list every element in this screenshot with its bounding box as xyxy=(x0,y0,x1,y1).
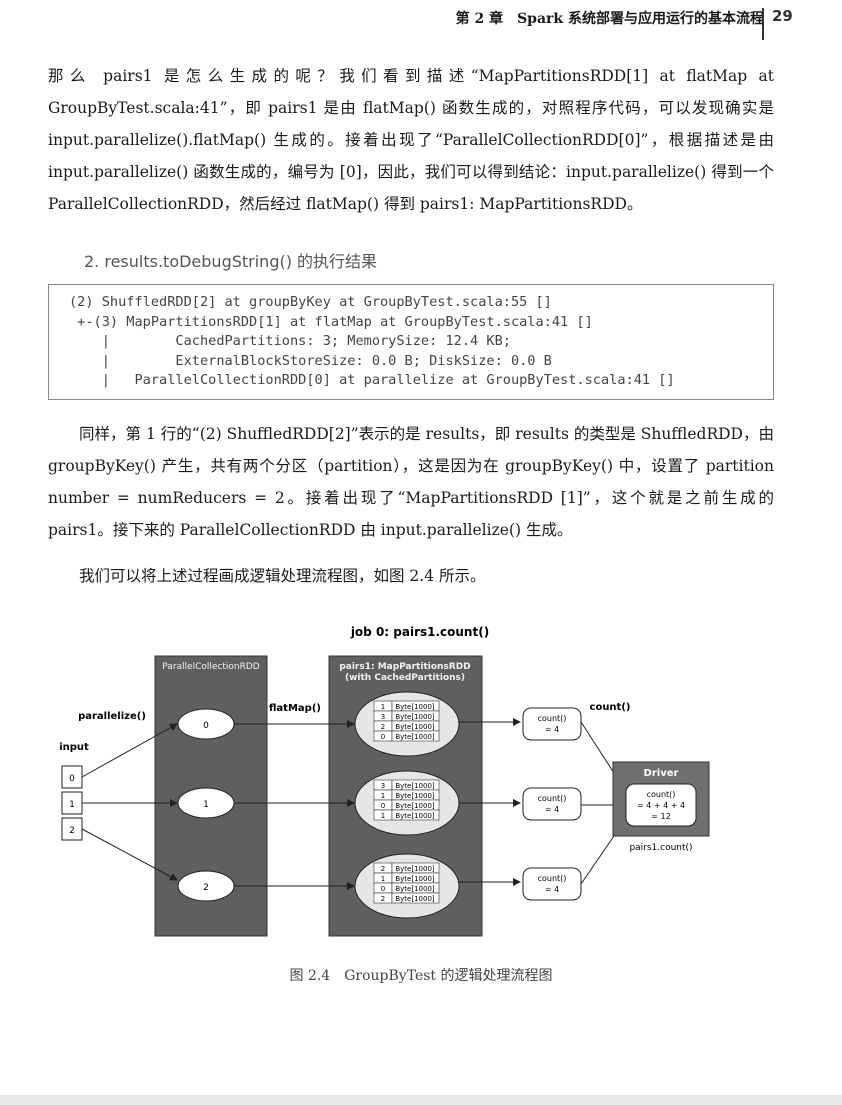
input-cell: 1 xyxy=(69,800,75,810)
pc-rdd-label: ParallelCollectionRDD xyxy=(162,662,259,672)
input-array: 0 1 2 xyxy=(61,765,83,841)
table-value: Byte[1000] xyxy=(395,812,435,820)
driver-caption: pairs1.count() xyxy=(629,843,692,853)
code-line: | ExternalBlockStoreSize: 0.0 B; DiskSiz… xyxy=(69,352,552,369)
table-value: Byte[1000] xyxy=(395,713,435,721)
driver-box-line: count() xyxy=(647,790,676,799)
flatmap-arrows xyxy=(234,720,355,890)
code-line: | CachedPartitions: 3; MemorySize: 12.4 … xyxy=(69,333,511,349)
count-box-1: count() = 4 xyxy=(522,707,582,741)
count-box-2: count() = 4 xyxy=(522,787,582,821)
table-key: 1 xyxy=(381,875,385,883)
mp-rdd-label-2: (with CachedPartitions) xyxy=(345,673,465,683)
figure-caption: 图 2.4 GroupByTest 的逻辑处理流程图 xyxy=(289,968,553,984)
driver-label: Driver xyxy=(644,768,679,779)
driver-box-line: = 12 xyxy=(651,812,670,821)
table-key: 2 xyxy=(381,865,385,873)
driver-node: Driver count() = 4 + 4 + 4 = 12 pairs1.c… xyxy=(612,761,710,853)
count-box-line: = 4 xyxy=(545,725,559,734)
count-box-line: = 4 xyxy=(545,805,559,814)
chapter-title: 第 2 章 Spark 系统部署与应用运行的基本流程 xyxy=(455,11,764,27)
table-key: 3 xyxy=(381,782,385,790)
parallelize-label: parallelize() xyxy=(78,711,146,722)
table-key: 0 xyxy=(381,802,385,810)
code-text: (2) ShuffledRDD[2] at groupByKey at Grou… xyxy=(69,293,675,391)
partition-label: 0 xyxy=(203,721,209,731)
input-cell: 2 xyxy=(69,826,75,836)
partition-label: 2 xyxy=(203,883,209,893)
flatmap-label: flatMap() xyxy=(269,703,321,714)
driver-box-line: = 4 + 4 + 4 xyxy=(637,801,685,810)
paragraph-3: 我们可以将上述过程画成逻辑处理流程图，如图 2.4 所示。 xyxy=(79,567,486,585)
pc-partitions: 0 1 2 xyxy=(177,708,235,902)
input-label: input xyxy=(59,742,89,753)
table-value: Byte[1000] xyxy=(395,885,435,893)
table-value: Byte[1000] xyxy=(395,792,435,800)
count-box-line: count() xyxy=(538,714,567,723)
page-bottom-edge xyxy=(0,1095,842,1105)
parallelize-arrows xyxy=(81,723,178,881)
paragraph-1: 那么 pairs1 是怎么生成的呢？我们看到描述“MapPartitionsRD… xyxy=(48,67,774,213)
table-key: 2 xyxy=(381,895,385,903)
header-divider xyxy=(762,8,764,40)
table-key: 0 xyxy=(381,733,385,741)
table-value: Byte[1000] xyxy=(395,723,435,731)
table-value: Byte[1000] xyxy=(395,733,435,741)
table-value: Byte[1000] xyxy=(395,895,435,903)
table-key: 1 xyxy=(381,812,385,820)
code-line: | ParallelCollectionRDD[0] at paralleliz… xyxy=(69,372,675,388)
table-key: 1 xyxy=(381,703,385,711)
section-heading: 2. results.toDebugString() 的执行结果 xyxy=(84,252,378,271)
table-value: Byte[1000] xyxy=(395,703,435,711)
count-box-3: count() = 4 xyxy=(522,867,582,901)
table-key: 3 xyxy=(381,713,385,721)
input-cell: 0 xyxy=(69,774,75,784)
table-value: Byte[1000] xyxy=(395,865,435,873)
table-key: 0 xyxy=(381,885,385,893)
job-title: job 0: pairs1.count() xyxy=(350,625,489,639)
page-header: 第 2 章 Spark 系统部署与应用运行的基本流程 29 xyxy=(0,7,842,44)
code-line: +-(3) MapPartitionsRDD[1] at flatMap at … xyxy=(69,313,593,330)
table-value: Byte[1000] xyxy=(395,782,435,790)
table-value: Byte[1000] xyxy=(395,802,435,810)
table-key: 1 xyxy=(381,792,385,800)
partition-label: 1 xyxy=(203,800,209,810)
count-arrows xyxy=(459,718,521,886)
table-key: 2 xyxy=(381,723,385,731)
count-box-line: count() xyxy=(538,874,567,883)
mp-rdd-label-1: pairs1: MapPartitionsRDD xyxy=(339,662,470,672)
mp-partition-2: 3 Byte[1000] 1 Byte[1000] 0 Byte[1000] 1… xyxy=(354,770,460,836)
page-number: 29 xyxy=(772,7,793,25)
mp-partition-3: 2 Byte[1000] 1 Byte[1000] 0 Byte[1000] 2… xyxy=(354,853,460,919)
count-box-line: count() xyxy=(538,794,567,803)
code-line: (2) ShuffledRDD[2] at groupByKey at Grou… xyxy=(69,294,552,310)
paragraph-2: 同样，第 1 行的“(2) ShuffledRDD[2]”表示的是 result… xyxy=(48,425,774,539)
count-box-line: = 4 xyxy=(545,885,559,894)
count-label: count() xyxy=(590,702,631,713)
mp-partition-1: 1 Byte[1000] 3 Byte[1000] 2 Byte[1000] 0… xyxy=(354,691,460,757)
table-value: Byte[1000] xyxy=(395,875,435,883)
code-block: (2) ShuffledRDD[2] at groupByKey at Grou… xyxy=(48,284,774,400)
